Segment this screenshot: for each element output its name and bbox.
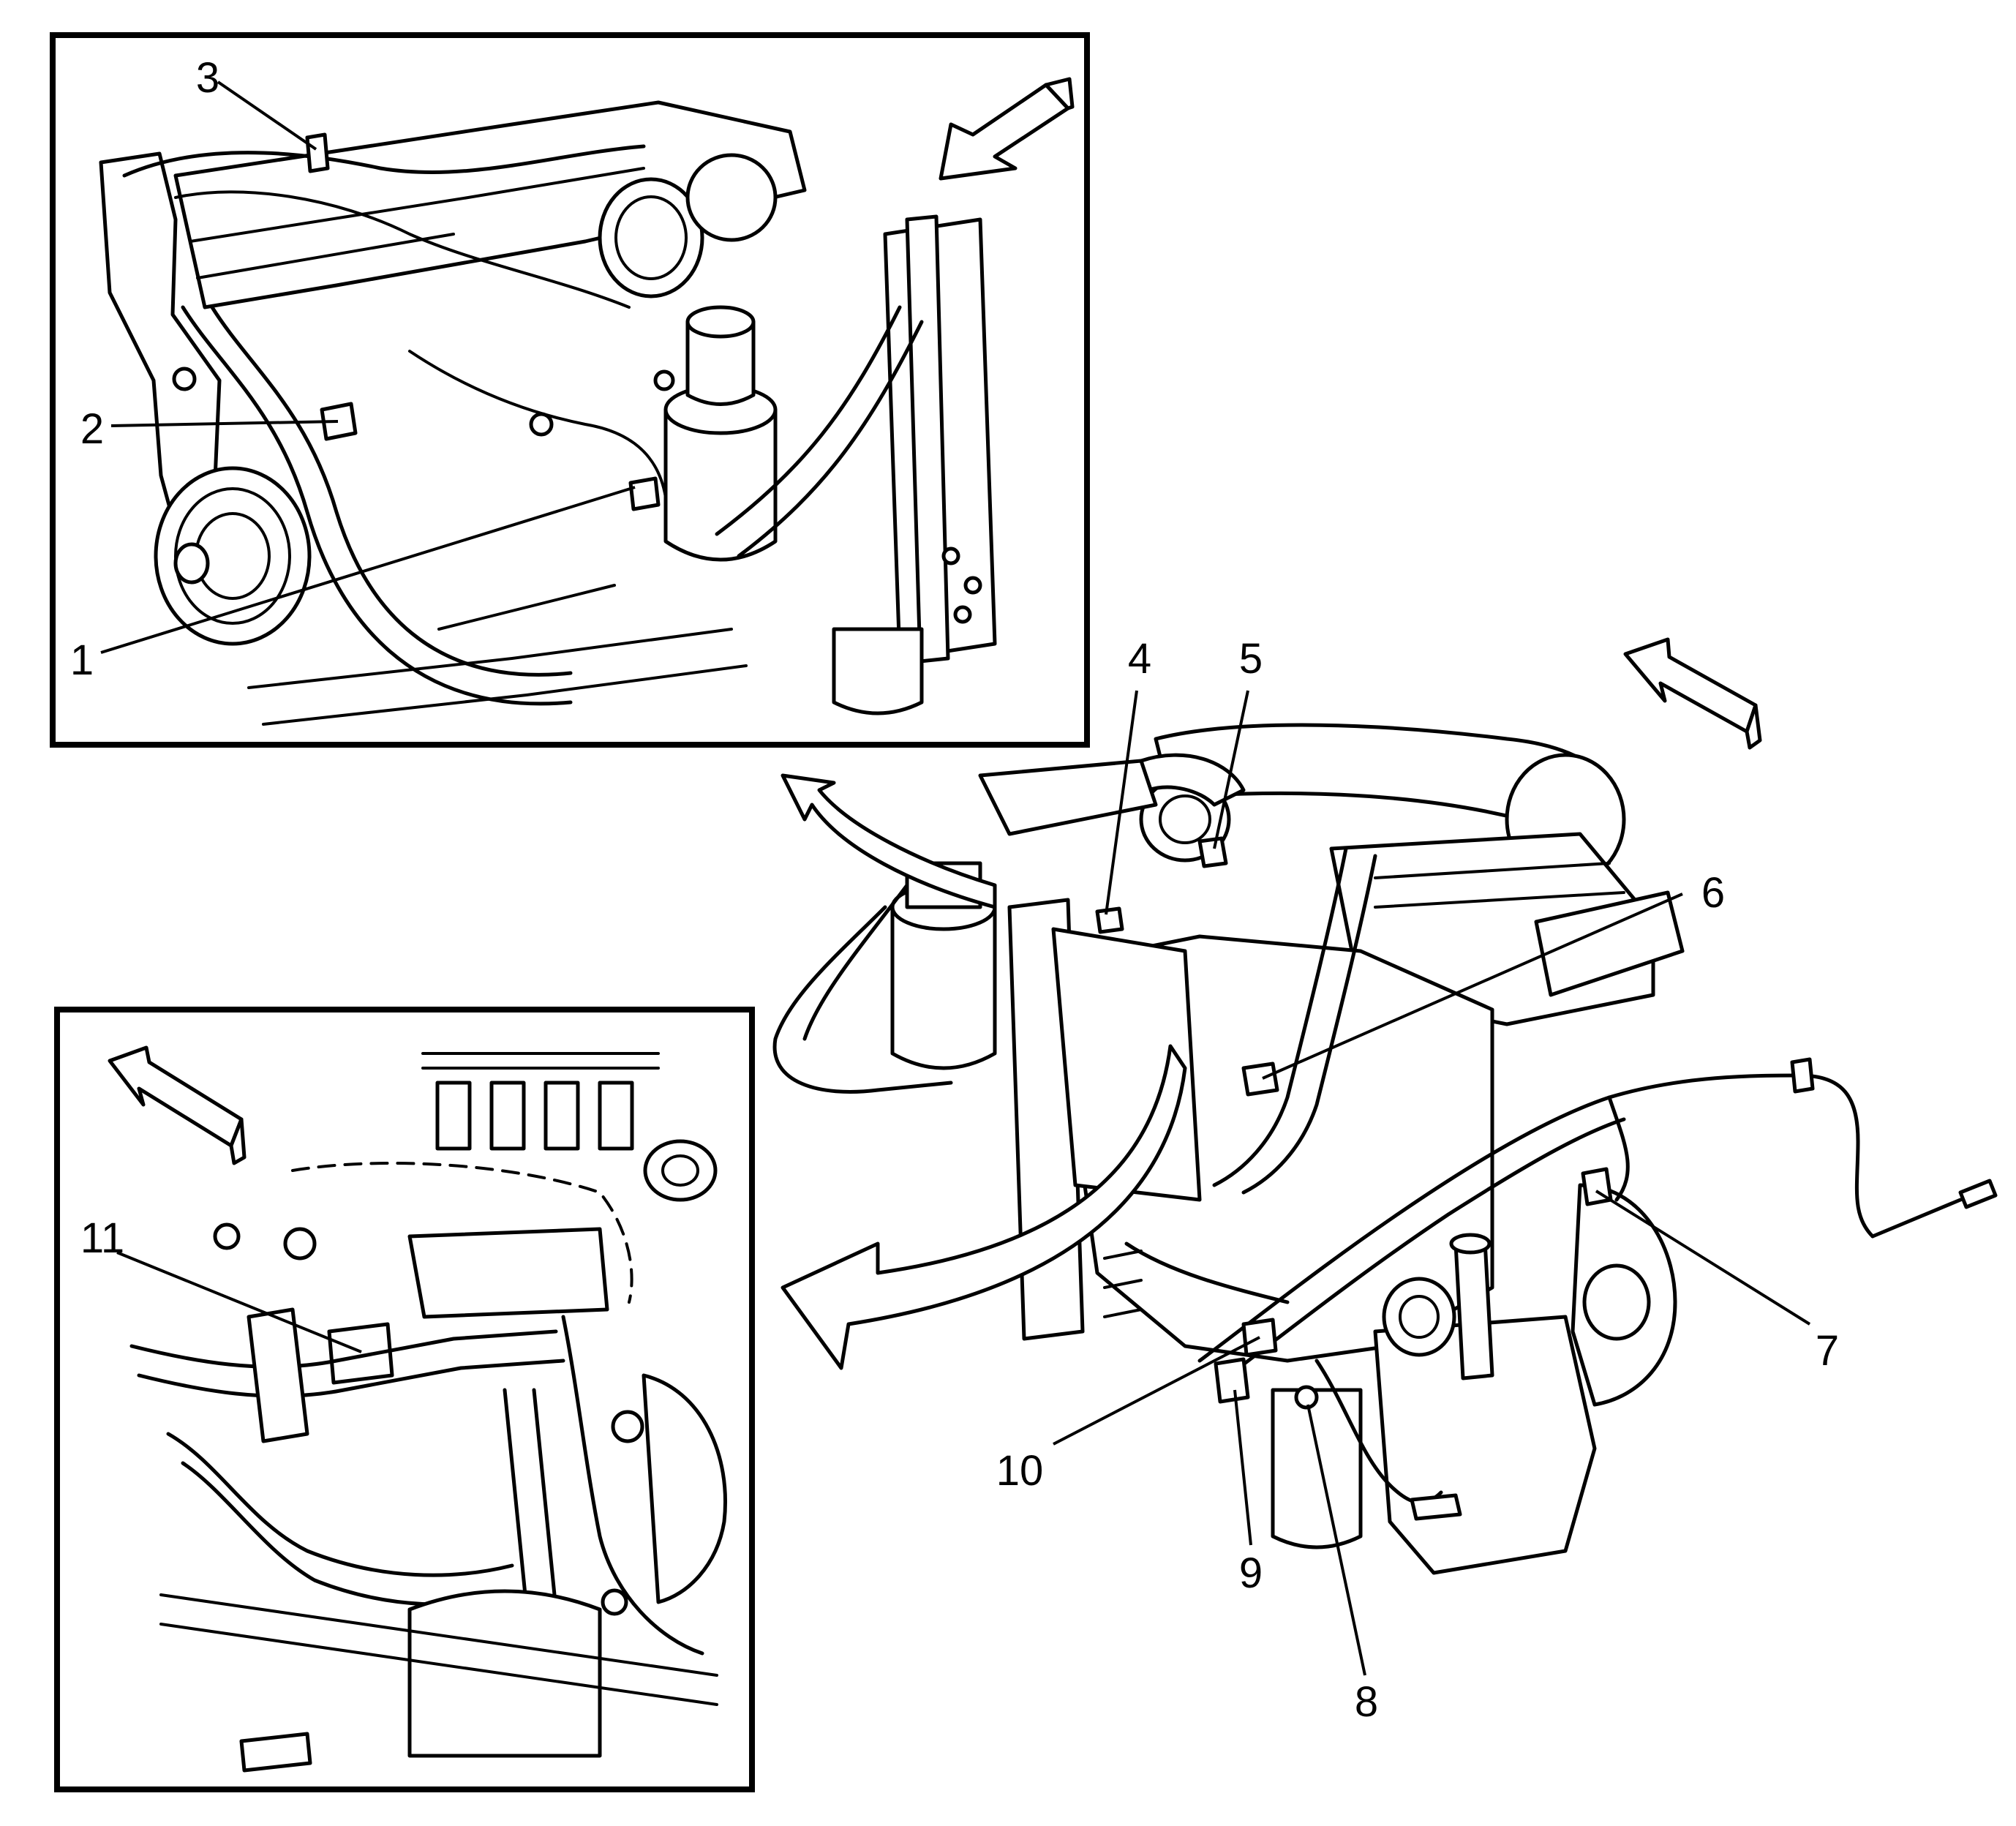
- clip: [247, 1307, 309, 1443]
- callout-11: 11: [80, 1214, 124, 1262]
- bolts: [172, 367, 982, 624]
- sensor-5: [1197, 836, 1228, 868]
- connector-11: [327, 1322, 394, 1385]
- fuel-filter: [663, 305, 778, 562]
- leader-4: [1105, 690, 1138, 915]
- bolt-a: [283, 1227, 317, 1260]
- exhaust-manifold: [1534, 890, 1685, 997]
- pointer-arrow-to-bottom-inset: [781, 1044, 1187, 1370]
- lower-fitting: [239, 1732, 312, 1773]
- main-top-bracket: [978, 759, 1158, 836]
- leader-11: [116, 1251, 362, 1353]
- oil-fill-tube: [1453, 1239, 1494, 1380]
- main-harness: [1197, 1073, 1802, 1363]
- fitting: [643, 1139, 718, 1202]
- throttle-body: [598, 153, 778, 298]
- callout-7: 7: [1816, 1327, 1839, 1375]
- pump: [1382, 1277, 1456, 1357]
- leader-5: [1213, 690, 1249, 849]
- pointer-arrow-to-top-inset: [781, 773, 997, 909]
- coolant-hose-2: [715, 305, 902, 536]
- harness-tube-2: [166, 1432, 514, 1577]
- harness-branch-right: [1797, 1073, 1875, 1239]
- leader-2: [110, 420, 339, 427]
- sensor-8: [1294, 1385, 1319, 1410]
- leader-9: [1233, 1389, 1252, 1546]
- sensor-9: [1214, 1357, 1250, 1404]
- view-direction-arrow-main: [1623, 637, 1758, 734]
- leader-6: [1262, 893, 1683, 1080]
- sensor-6: [1241, 1062, 1279, 1097]
- callout-10: 10: [996, 1447, 1044, 1495]
- oil-filter-top: [832, 627, 924, 715]
- main-oil-filter: [1271, 1388, 1363, 1549]
- injector-connectors: [421, 1052, 660, 1151]
- callout-5: 5: [1239, 635, 1263, 683]
- studs: [1103, 1250, 1143, 1318]
- sensor-2: [320, 402, 358, 441]
- leader-lines: [100, 80, 1811, 1676]
- leader-7: [1595, 1190, 1811, 1326]
- bottom-inset: [54, 1007, 755, 1792]
- main-engine-view: [772, 637, 1998, 1575]
- main-left-hose: [772, 905, 953, 1094]
- leader-8: [1306, 1404, 1366, 1676]
- bolt-b: [611, 1410, 644, 1443]
- top-inset: [50, 32, 1090, 748]
- callout-1: 1: [70, 636, 94, 684]
- callout-4: 4: [1128, 635, 1151, 683]
- gear-housing: [642, 1373, 727, 1604]
- sensor-1: [628, 476, 661, 511]
- bolt-c: [601, 1588, 628, 1616]
- lower-sensor: [1410, 1493, 1462, 1521]
- leader-1: [100, 486, 636, 654]
- harness-bracket: [407, 1227, 609, 1319]
- callout-8: 8: [1355, 1678, 1378, 1726]
- callout-2: 2: [80, 405, 104, 453]
- callout-3: 3: [196, 54, 219, 102]
- callout-6: 6: [1701, 869, 1725, 917]
- sensor-4: [1095, 906, 1124, 934]
- callout-labels: 1 2 3 4 5 6 7 8 9 10 11: [70, 54, 1839, 1726]
- sensor-3: [305, 132, 330, 173]
- bolt-d: [213, 1222, 241, 1250]
- wiring-harness: [122, 144, 646, 178]
- upper-coolant-hose: [1212, 846, 1348, 1187]
- callout-9: 9: [1239, 1549, 1263, 1597]
- leader-3: [217, 80, 317, 151]
- pulley: [154, 466, 312, 646]
- coolant-hose-1: [181, 305, 573, 706]
- hidden-outline: [291, 1162, 633, 1304]
- leader-10: [1053, 1336, 1260, 1446]
- harness-end-connector: [1958, 1179, 1998, 1209]
- harness-tube-1: [129, 1329, 558, 1369]
